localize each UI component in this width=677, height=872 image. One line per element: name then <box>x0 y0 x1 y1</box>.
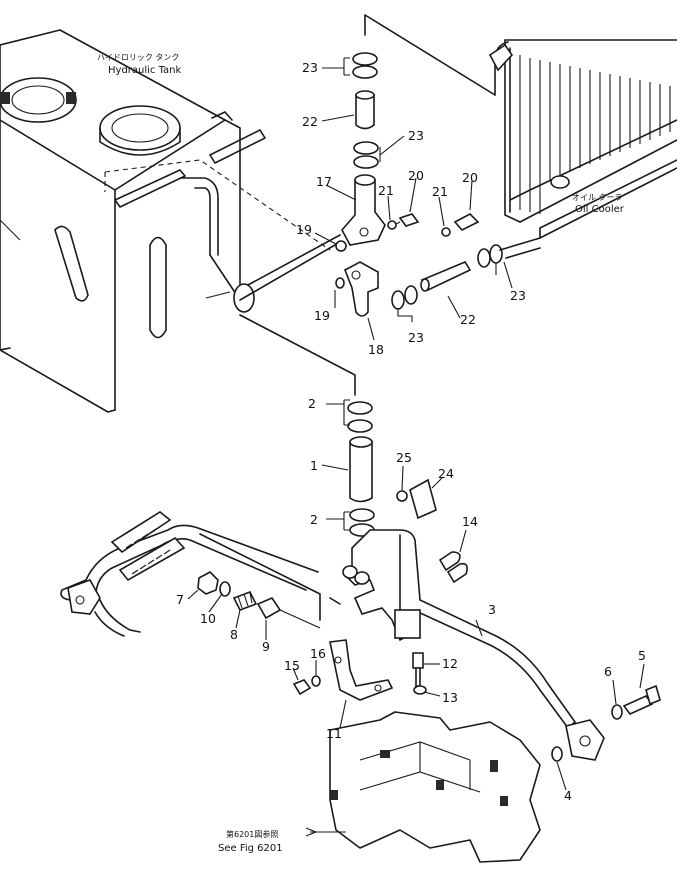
hose-clamp-23 <box>391 290 405 310</box>
bolt-12 <box>412 652 424 669</box>
hose-clamp-2 <box>347 401 373 415</box>
oil-cooler-label-jp: オイル クーラ <box>572 193 623 202</box>
hose-fitting <box>67 579 101 615</box>
nut-13 <box>413 685 427 695</box>
fitting-9 <box>256 597 282 620</box>
callout-20: 20 <box>462 170 478 185</box>
hose-clamp-23 <box>489 244 503 264</box>
oil-cooler-label: オイル クーラ Oil Cooler <box>572 193 625 215</box>
callout-19: 19 <box>314 308 330 323</box>
callout-10: 10 <box>200 611 216 626</box>
callout-20: 20 <box>408 168 424 183</box>
plug-25 <box>396 490 408 502</box>
callout-13: 13 <box>442 690 458 705</box>
hydraulic-tank-label-jp: ハイドロリック タンク <box>97 53 179 62</box>
callout-8: 8 <box>230 627 238 642</box>
u-bolt-14 <box>446 562 468 584</box>
callout-19: 19 <box>296 222 312 237</box>
o-ring-19 <box>335 277 345 289</box>
callout-18: 18 <box>368 342 384 357</box>
o-ring-10 <box>219 581 231 597</box>
callout-23: 23 <box>510 288 526 303</box>
washer-6 <box>611 704 623 720</box>
hose-22 <box>355 94 375 130</box>
callout-14: 14 <box>462 514 478 529</box>
hose-clamp-23 <box>352 65 378 79</box>
see-fig-label-en: See Fig 6201 <box>218 843 283 854</box>
see-fig-label: 第6201図参照 See Fig 6201 <box>218 829 283 854</box>
upper-cooler-line <box>314 52 541 341</box>
callout-4: 4 <box>564 788 572 803</box>
hose-clamp-23 <box>352 52 378 66</box>
washer-21 <box>441 227 451 237</box>
callout-11: 11 <box>326 726 342 741</box>
callout-22: 22 <box>460 312 476 327</box>
hose-clamp-2 <box>349 508 375 522</box>
hose-clamp-23 <box>353 141 379 155</box>
hydraulic-tank <box>0 29 356 413</box>
callout-25: 25 <box>396 450 412 465</box>
nut-15 <box>292 679 312 696</box>
plug-7 <box>197 571 219 595</box>
o-ring-4 <box>551 746 563 762</box>
bolt-20 <box>453 213 480 231</box>
callout-6: 6 <box>604 664 612 679</box>
bracket-11 <box>329 639 394 701</box>
callout-2: 2 <box>310 512 318 527</box>
callout-16: 16 <box>310 646 326 661</box>
callouts: 23 22 23 17 21 20 21 20 19 19 18 23 22 2… <box>176 60 646 803</box>
pipe-flange-3 <box>565 719 605 761</box>
callout-12: 12 <box>442 656 458 671</box>
hydraulic-tank-label: ハイドロリック タンク Hydraulic Tank <box>97 53 182 76</box>
hose-clamp-23 <box>477 248 491 268</box>
oil-cooler-label-en: Oil Cooler <box>575 204 625 215</box>
hose-sleeve <box>110 511 172 554</box>
callout-23: 23 <box>408 128 424 143</box>
hose-clamp-23 <box>404 285 418 305</box>
hose-clamp-2 <box>347 419 373 433</box>
callout-22: 22 <box>302 114 318 129</box>
callout-23: 23 <box>408 330 424 345</box>
callout-1: 1 <box>310 458 318 473</box>
callout-24: 24 <box>438 466 454 481</box>
callout-5: 5 <box>638 648 646 663</box>
callout-3: 3 <box>488 602 496 617</box>
callout-7: 7 <box>176 592 184 607</box>
control-valve <box>329 711 541 863</box>
callout-21: 21 <box>432 184 448 199</box>
lower-suction-line <box>60 399 661 863</box>
callout-15: 15 <box>284 658 300 673</box>
o-ring-19 <box>335 240 347 252</box>
callout-23: 23 <box>302 60 318 75</box>
hose-clamp-23 <box>353 155 379 169</box>
oil-cooler <box>364 14 677 239</box>
hose-1 <box>349 441 373 503</box>
see-fig-label-jp: 第6201図参照 <box>226 829 278 839</box>
callout-21: 21 <box>378 183 394 198</box>
washer-16 <box>311 675 321 687</box>
hydraulic-tank-label-en: Hydraulic Tank <box>108 65 182 76</box>
pipe-3 <box>343 529 577 730</box>
spring-8 <box>232 590 258 612</box>
bolt-20 <box>398 213 420 227</box>
flange-block <box>394 609 421 639</box>
callout-2: 2 <box>308 396 316 411</box>
adapter-24 <box>409 478 437 520</box>
elbow-17 <box>341 179 386 246</box>
callout-17: 17 <box>316 174 332 189</box>
washer-21 <box>387 220 397 230</box>
callout-9: 9 <box>262 639 270 654</box>
elbow-18 <box>343 261 379 317</box>
